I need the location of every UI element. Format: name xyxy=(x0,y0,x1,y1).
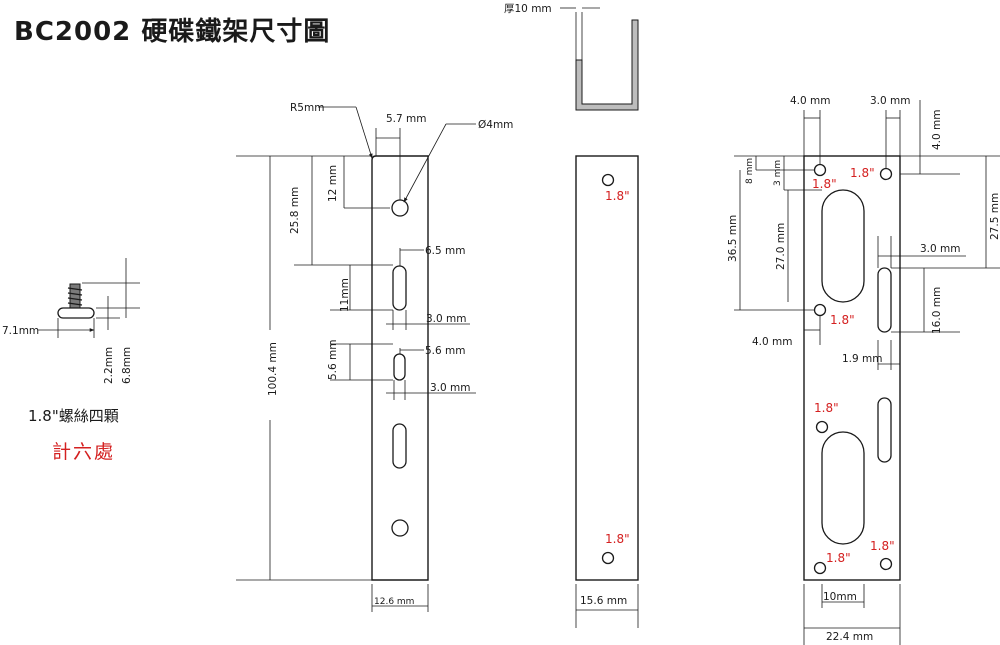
front-hole-bottom xyxy=(601,551,615,565)
side-width: 12.6 mm xyxy=(374,597,414,607)
bottom-hole-3 xyxy=(813,303,827,317)
side-slot-offset: 6.5 mm xyxy=(425,245,466,257)
front-thickness: 厚10 mm xyxy=(504,3,552,15)
side-small-slot-length: 5.6 mm xyxy=(327,340,339,381)
side-slot-length: 11mm xyxy=(339,278,351,312)
bottom-right-offset: 4.0 mm xyxy=(931,110,943,151)
front-hole-bottom-label: 1.8" xyxy=(605,532,630,546)
bottom-hole-offset-left: 4.0 mm xyxy=(752,336,793,348)
bottom-hole-1 xyxy=(813,163,827,177)
front-hole-top xyxy=(601,173,615,187)
side-hole-offset: 5.7 mm xyxy=(386,113,427,125)
bottom-hole-2 xyxy=(879,167,893,181)
bottom-hole-5 xyxy=(813,561,827,575)
side-top-to-hole: 12 mm xyxy=(327,165,339,202)
side-top-to-slot: 25.8 mm xyxy=(289,187,301,234)
bottom-hole-6-label: 1.8" xyxy=(870,539,895,553)
bottom-total-width: 22.4 mm xyxy=(826,631,873,643)
bottom-slot-big-1 xyxy=(821,189,865,303)
bottom-slot-small-2 xyxy=(877,397,892,463)
side-view: 25.8 mm 12 mm 100.4 mm 11mm 5.6 mm R5mm … xyxy=(236,102,513,612)
side-total-height: 100.4 mm xyxy=(267,342,279,396)
side-radius-label: R5mm xyxy=(290,102,324,114)
bottom-slot-length: 16.0 mm xyxy=(931,287,943,334)
bottom-hole-3-label: 1.8" xyxy=(830,313,855,327)
bottom-slot-width: 10mm xyxy=(823,591,857,603)
side-hole-bottom xyxy=(391,519,409,537)
screw-note: 1.8"螺絲四顆 xyxy=(28,407,119,425)
front-view: 厚10 mm 1.8" 1.8" 15.6 mm xyxy=(504,3,639,628)
side-slot-3 xyxy=(392,423,407,469)
bottom-top-offset-right: 3.0 mm xyxy=(870,95,911,107)
bottom-hole-6 xyxy=(879,557,893,571)
bottom-hole-5-label: 1.8" xyxy=(826,551,851,565)
front-hole-top-label: 1.8" xyxy=(605,189,630,203)
bottom-slot-big-2 xyxy=(821,431,865,545)
side-slot-1 xyxy=(392,265,407,311)
screw-count-note: 計六處 xyxy=(52,441,115,463)
bottom-top-offset-left: 4.0 mm xyxy=(790,95,831,107)
side-small-slot-width: 3.0 mm xyxy=(430,382,471,394)
bottom-hole-4 xyxy=(815,420,829,434)
bottom-view: 1.8" 1.8" 1.8" 1.8" 1.8" 1.8" 4.0 mm 3.0… xyxy=(727,95,1000,645)
bottom-left-27: 27.0 mm xyxy=(775,223,787,270)
bottom-hole-1-label: 1.8" xyxy=(812,177,837,191)
bottom-left-36-5: 36.5 mm xyxy=(727,215,739,262)
side-hole-top xyxy=(391,199,409,217)
bottom-right-27-5: 27.5 mm xyxy=(989,193,1000,240)
screw-head-label: 2.2mm xyxy=(103,347,115,384)
front-profile xyxy=(575,19,639,111)
page-title: BC2002 硬碟鐵架尺寸圖 xyxy=(14,17,330,47)
screw-total-label: 6.8mm xyxy=(121,347,133,384)
front-width: 15.6 mm xyxy=(580,595,627,607)
bottom-slot-offset: 3.0 mm xyxy=(920,243,961,255)
bottom-hole-4-label: 1.8" xyxy=(814,401,839,415)
bottom-left-3mm: 3 mm xyxy=(773,160,783,186)
side-slot-width: 3.0 mm xyxy=(426,313,467,325)
side-hole-diameter: Ø4mm xyxy=(478,119,513,131)
screw-detail: 7.1mm 2.2mm 6.8mm 1.8"螺絲四顆 計六處 xyxy=(2,258,140,463)
front-bracket xyxy=(575,155,639,581)
bottom-slot-small-1 xyxy=(877,267,892,333)
side-slot-2 xyxy=(393,353,406,381)
screw-width-label: 7.1mm xyxy=(2,325,39,337)
screw-icon xyxy=(57,283,95,319)
bottom-slot-gap: 1.9 mm xyxy=(842,353,883,365)
side-small-slot-offset: 5.6 mm xyxy=(425,345,466,357)
bottom-hole-2-label: 1.8" xyxy=(850,166,875,180)
bottom-left-8mm: 8 mm xyxy=(745,158,755,184)
